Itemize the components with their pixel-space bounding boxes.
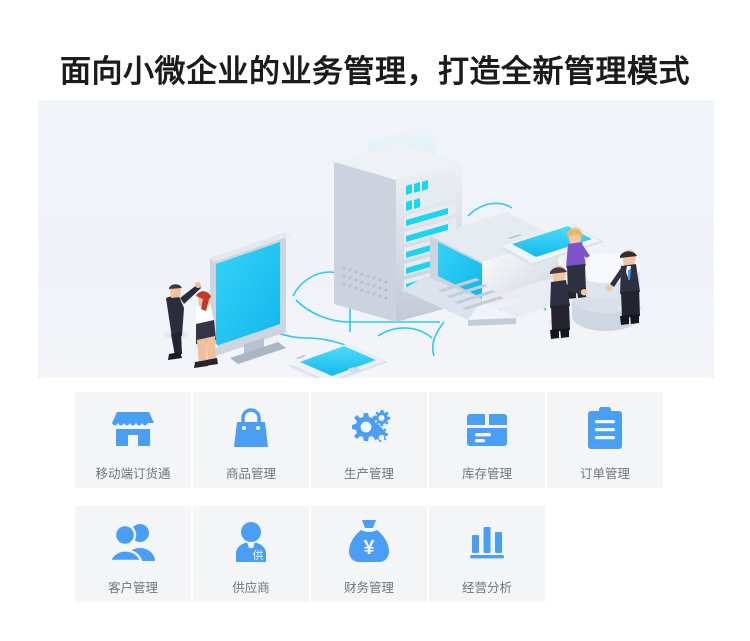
- feature-grid: 移动端订货通 商品管理: [75, 392, 675, 620]
- isometric-network-illustration: [164, 122, 642, 378]
- feature-item-product-management[interactable]: 商品管理: [193, 392, 309, 488]
- feature-item-finance-management[interactable]: ¥ 财务管理: [311, 506, 427, 602]
- hero-illustration-panel: [38, 100, 714, 378]
- feature-item-business-analysis[interactable]: 经营分析: [429, 506, 545, 602]
- feature-label: 供应商: [232, 581, 270, 595]
- bar-chart-icon: [464, 520, 510, 564]
- yen-glyph: ¥: [363, 537, 375, 559]
- business-people-group: [548, 227, 642, 339]
- feature-label: 生产管理: [343, 467, 394, 481]
- supplier-person-icon: 供: [228, 520, 274, 564]
- feature-item-mobile-ordering[interactable]: 移动端订货通: [75, 392, 191, 488]
- feature-label: 经营分析: [461, 581, 512, 595]
- people-at-monitor: [164, 282, 218, 368]
- clipboard-icon: [582, 406, 628, 450]
- feature-label: 客户管理: [107, 581, 158, 595]
- desktop-monitor: [210, 232, 290, 364]
- feature-item-inventory-management[interactable]: 库存管理: [429, 392, 545, 488]
- feature-item-supplier[interactable]: 供 供应商: [193, 506, 309, 602]
- gears-icon: [346, 406, 392, 450]
- feature-label: 移动端订货通: [95, 467, 171, 481]
- feature-item-production-management[interactable]: 生产管理: [311, 392, 427, 488]
- smartphone: [288, 344, 388, 378]
- money-bag-icon: ¥: [346, 520, 392, 564]
- shopping-bag-icon: [228, 406, 274, 450]
- box-icon: [464, 406, 510, 450]
- server-rack: [334, 122, 462, 322]
- feature-label: 财务管理: [343, 581, 394, 595]
- two-users-icon: [110, 520, 156, 564]
- supplier-glyph: 供: [253, 548, 264, 562]
- feature-label: 订单管理: [579, 467, 630, 481]
- feature-label: 商品管理: [225, 467, 276, 481]
- feature-item-customer-management[interactable]: 客户管理: [75, 506, 191, 602]
- feature-label: 库存管理: [461, 467, 512, 481]
- feature-row-2: 客户管理 供 供应商 ¥ 财务管理: [75, 506, 675, 602]
- page-title: 面向小微企业的业务管理，打造全新管理模式: [60, 54, 690, 89]
- storefront-icon: [110, 406, 156, 450]
- feature-row-1: 移动端订货通 商品管理: [75, 392, 675, 488]
- feature-item-order-management[interactable]: 订单管理: [547, 392, 663, 488]
